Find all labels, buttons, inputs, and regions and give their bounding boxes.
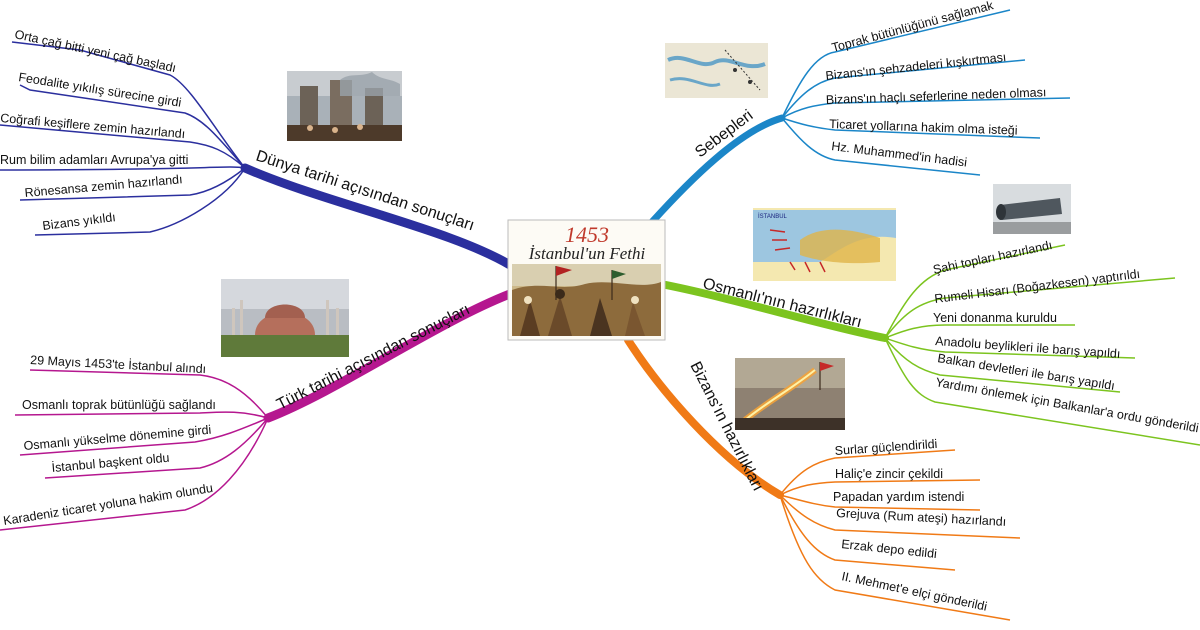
branch-sebep-trunk bbox=[648, 114, 786, 226]
branch-osmanli-trunk bbox=[662, 281, 889, 342]
osmanli-item: Yeni donanma kuruldu bbox=[933, 311, 1057, 325]
branch-turk-trunk bbox=[263, 287, 520, 423]
bastille-painting-image bbox=[287, 71, 402, 141]
siege-map-image: İSTANBUL bbox=[753, 208, 896, 281]
center-battle-illustration bbox=[512, 264, 661, 336]
osmanli-item: Şahi topları hazırlandı bbox=[932, 238, 1054, 277]
osmanli-items: Şahi topları hazırlandı Rumeli Hisarı (B… bbox=[932, 238, 1200, 435]
branch-osmanli-label: Osmanlı'nın hazırlıkları bbox=[701, 275, 863, 331]
branch-dunya-label: Dünya tarihi açısından sonuçları bbox=[254, 148, 477, 235]
center-year: 1453 bbox=[565, 222, 609, 247]
sebep-item: Bizans'ın şehzadeleri kışkırtması bbox=[825, 50, 1007, 83]
osmanli-subbranches bbox=[884, 244, 1200, 446]
bizans-subbranches bbox=[779, 449, 1021, 621]
dunya-item: Bizans yıkıldı bbox=[42, 210, 117, 233]
turk-item: Osmanlı toprak bütünlüğü sağlandı bbox=[22, 398, 216, 412]
dunya-item: Coğrafi keşiflere zemin hazırlandı bbox=[0, 111, 186, 141]
siege-map-title: İSTANBUL bbox=[758, 213, 788, 220]
sebep-item: Ticaret yollarına hakim olma isteği bbox=[829, 117, 1018, 138]
dunya-subbranches bbox=[0, 41, 246, 236]
dunya-items: Orta çağ bitti yeni çağ başladı Feodalit… bbox=[0, 27, 188, 233]
sebep-item: Toprak bütünlüğünü sağlamak bbox=[830, 0, 995, 55]
sebep-subbranches bbox=[781, 9, 1071, 176]
route-map-image bbox=[665, 43, 768, 98]
bizans-item: II. Mehmet'e elçi gönderildi bbox=[840, 569, 988, 614]
dunya-item: Rum bilim adamları Avrupa'ya gitti bbox=[0, 153, 188, 167]
sebep-item: Bizans'ın haçlı seferlerine neden olması bbox=[826, 85, 1047, 107]
sebep-item: Hz. Muhammed'in hadisi bbox=[831, 139, 968, 170]
greek-fire-painting-image bbox=[735, 358, 845, 430]
branch-dunya-trunk bbox=[240, 163, 520, 273]
sebep-items: Toprak bütünlüğünü sağlamak Bizans'ın şe… bbox=[825, 0, 1047, 170]
branch-bizans-trunk bbox=[624, 336, 784, 499]
dunya-item: Orta çağ bitti yeni çağ başladı bbox=[13, 27, 177, 75]
bizans-item: Papadan yardım istendi bbox=[833, 490, 964, 504]
hagia-sophia-image bbox=[221, 279, 349, 357]
bizans-item: Erzak depo edildi bbox=[841, 537, 938, 561]
turk-items: 29 Mayıs 1453'te İstanbul alındı Osmanlı… bbox=[2, 353, 216, 528]
osmanli-item: Rumeli Hisarı (Boğazkesen) yaptırıldı bbox=[934, 267, 1141, 306]
bizans-item: Haliç'e zincir çekildi bbox=[835, 467, 943, 481]
center-title: İstanbul'un Fethi bbox=[528, 244, 646, 263]
dunya-item: Feodalite yıkılış sürecine girdi bbox=[18, 70, 183, 110]
bizans-items: Surlar güçlendirildi Haliç'e zincir çeki… bbox=[833, 437, 1007, 614]
turk-item: Karadeniz ticaret yoluna hakim olundu bbox=[2, 481, 214, 528]
turk-subbranches bbox=[0, 369, 269, 531]
center-node: 1453 İstanbul'un Fethi bbox=[507, 219, 666, 341]
cannon-image bbox=[993, 184, 1071, 234]
